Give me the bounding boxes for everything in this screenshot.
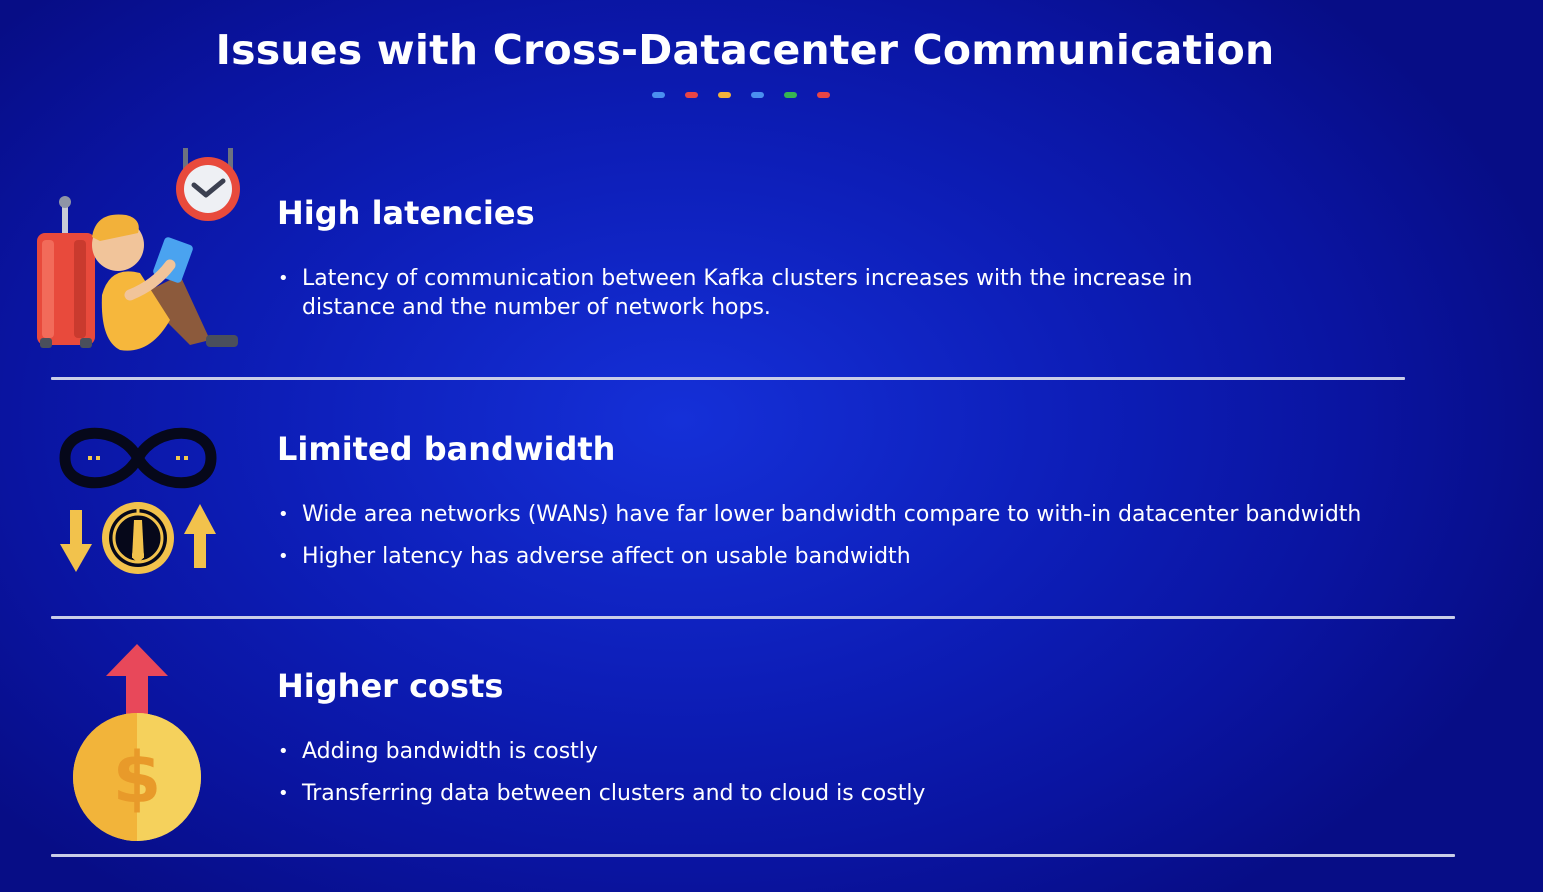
list-item: Wide area networks (WANs) have far lower… xyxy=(277,500,1361,529)
section-divider xyxy=(51,616,1455,619)
svg-text:$: $ xyxy=(113,737,162,819)
section-divider xyxy=(51,377,1405,380)
bullet-list: Wide area networks (WANs) have far lower… xyxy=(277,500,1361,584)
list-item: Transferring data between clusters and t… xyxy=(277,779,925,808)
section-heading: Limited bandwidth xyxy=(277,430,616,468)
decoration-dot xyxy=(718,92,731,98)
rising-cost-coin-icon: $ xyxy=(30,640,220,849)
list-item: Higher latency has adverse affect on usa… xyxy=(277,542,1361,571)
bullet-text: Latency of communication between Kafka c… xyxy=(302,266,1193,291)
traveler-waiting-clock-icon xyxy=(30,145,245,359)
section-heading: High latencies xyxy=(277,194,535,232)
decoration-dot xyxy=(784,92,797,98)
decoration-dot xyxy=(751,92,764,98)
decoration-dot xyxy=(685,92,698,98)
decoration-dot xyxy=(652,92,665,98)
decoration-dot xyxy=(817,92,830,98)
bullet-list: Latency of communication between Kafka c… xyxy=(277,264,1193,322)
title-decoration-dots xyxy=(652,92,830,98)
section-divider xyxy=(51,854,1455,857)
slide-title: Issues with Cross-Datacenter Communicati… xyxy=(215,26,1275,74)
section-heading: Higher costs xyxy=(277,667,504,705)
bullet-text: distance and the number of network hops. xyxy=(302,295,771,320)
list-item: Adding bandwidth is costly xyxy=(277,737,925,766)
list-item: Latency of communication between Kafka c… xyxy=(277,264,1193,322)
bandwidth-gauge-icon xyxy=(30,420,230,584)
bullet-list: Adding bandwidth is costly Transferring … xyxy=(277,737,925,821)
